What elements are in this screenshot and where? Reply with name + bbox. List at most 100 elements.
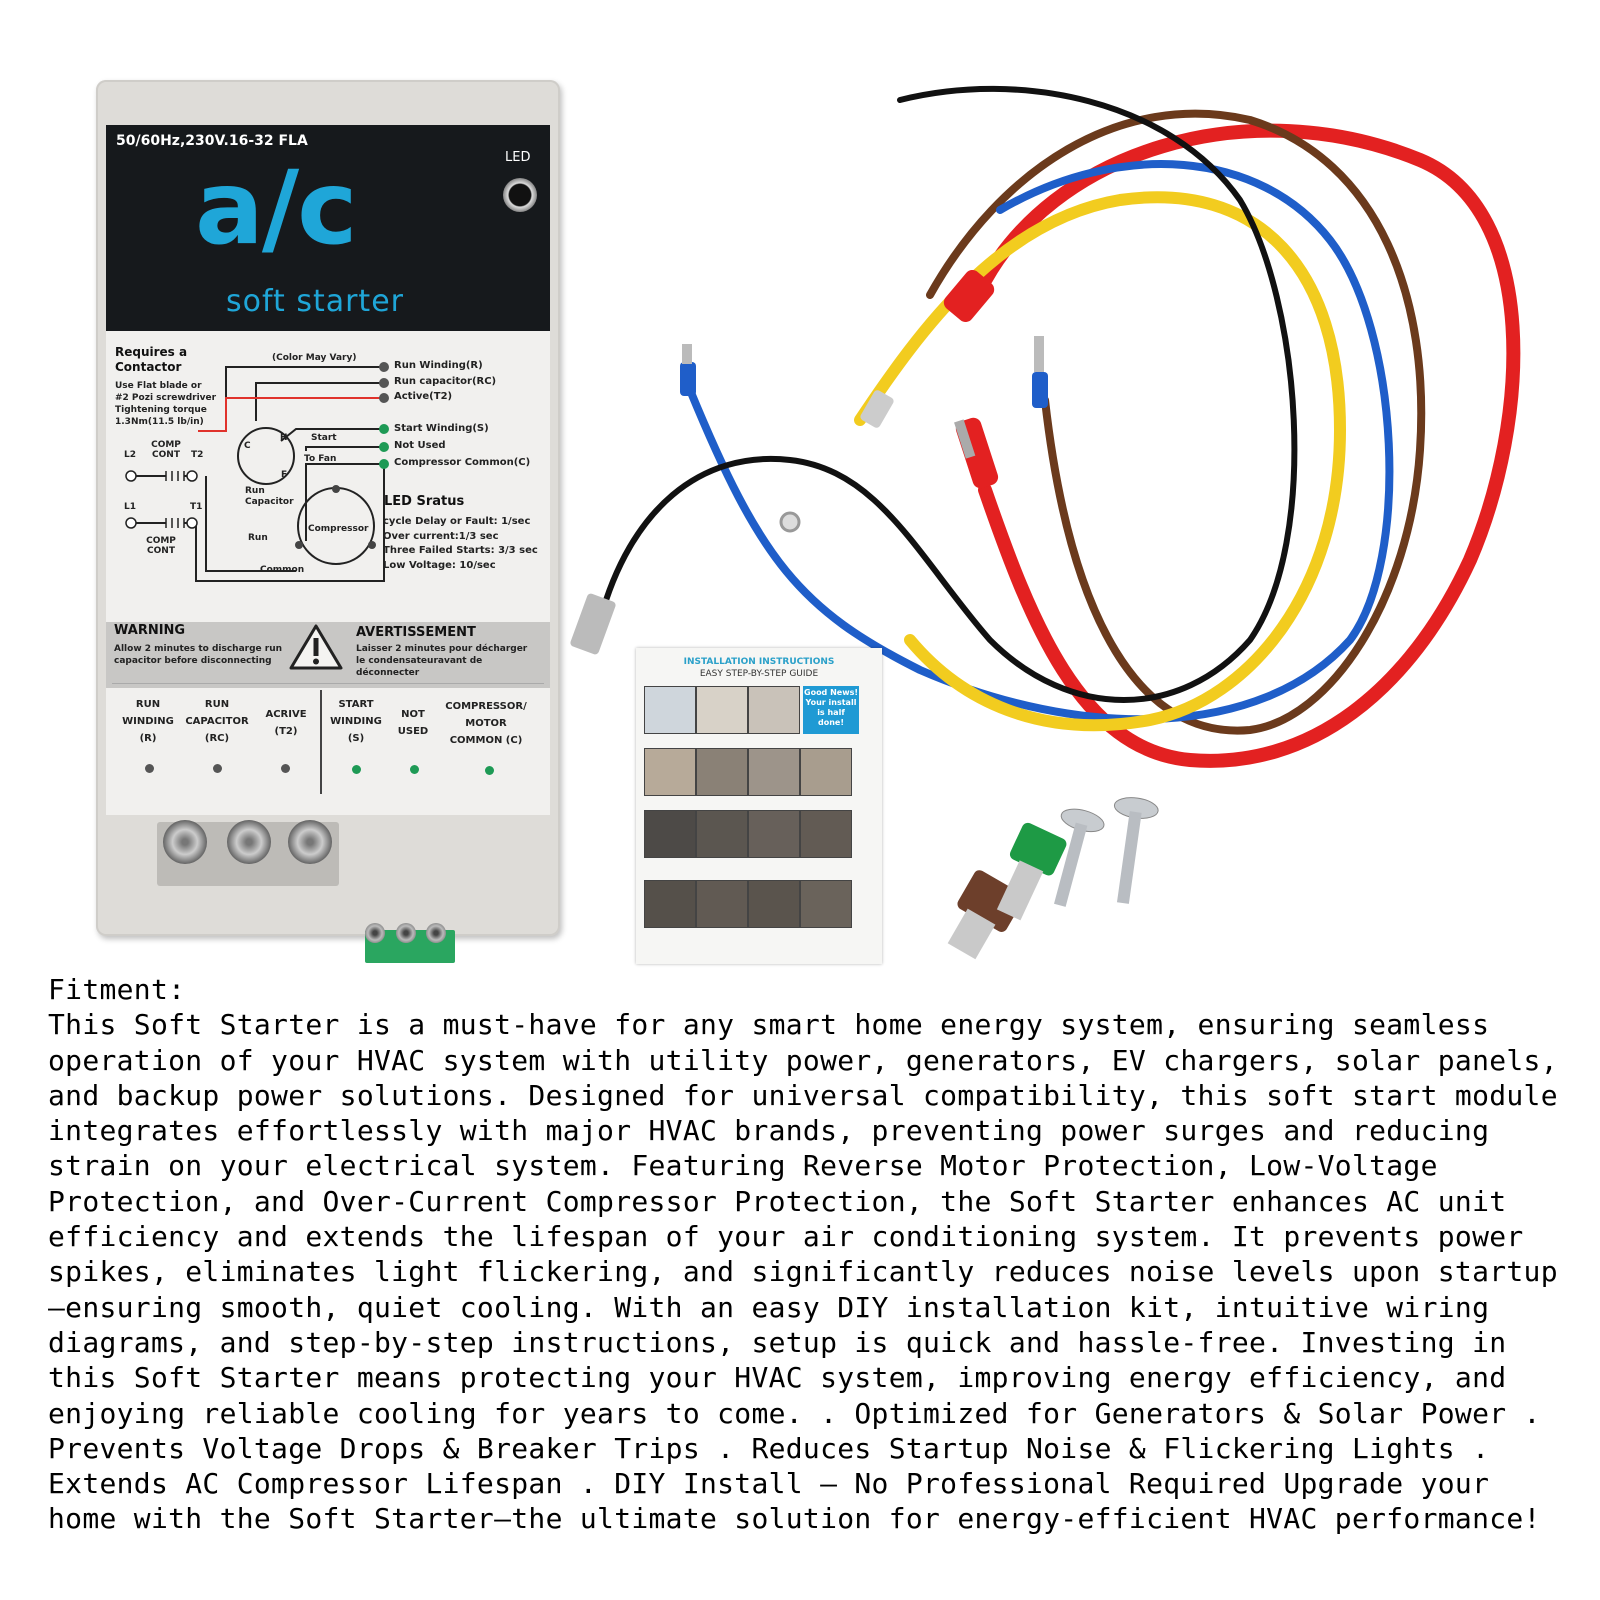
wiring-diagram-panel xyxy=(106,331,550,622)
wire-label-compressor-common: Compressor Common(C) xyxy=(394,457,531,468)
step-thumbnail xyxy=(644,686,696,734)
blue-ferrule xyxy=(680,362,696,396)
avertissement-title: AVERTISSEMENT xyxy=(356,625,476,640)
step-thumbnail xyxy=(748,748,800,796)
product-description: Fitment: This Soft Starter is a must-hav… xyxy=(48,972,1558,1537)
brand-subtitle: soft starter xyxy=(226,284,404,319)
screw-icon xyxy=(1113,797,1159,904)
screw-icon xyxy=(365,923,385,943)
screw-icon xyxy=(227,820,271,864)
l2-label: L2 xyxy=(124,450,136,460)
tool-note-4: 1.3Nm(11.5 lb/in) xyxy=(115,417,204,427)
step-thumbnail xyxy=(696,748,748,796)
installation-leaflet: INSTALLATION INSTRUCTIONS EASY STEP-BY-S… xyxy=(636,648,882,964)
comp-cont-label-top: COMP CONT xyxy=(151,440,181,460)
step-thumbnail xyxy=(800,810,852,858)
start-label: Start xyxy=(311,433,337,443)
step-thumbnail xyxy=(800,748,852,796)
tool-note-1: Use Flat blade or xyxy=(115,381,202,391)
good-news-badge: Good News! Your install is half done! xyxy=(803,686,859,734)
step-thumbnail xyxy=(800,880,852,928)
wiring-diagram-svg xyxy=(125,362,389,582)
wire-label-active: Active(T2) xyxy=(394,391,453,402)
wire-label-run-winding: Run Winding(R) xyxy=(394,360,483,371)
yellow-spade xyxy=(860,390,894,428)
step-thumbnail xyxy=(748,880,800,928)
warning-text: Allow 2 minutes to discharge run capacit… xyxy=(114,644,283,666)
brand-logo: a/c xyxy=(195,149,358,268)
red-ferrule-pin xyxy=(954,419,976,459)
f-label: F xyxy=(281,470,288,480)
terminal-dot xyxy=(352,765,361,774)
brown-wire xyxy=(926,109,1426,735)
blue-ferrule-pin xyxy=(682,344,692,364)
run-label: Run xyxy=(248,533,268,543)
terminal-divider-top xyxy=(112,683,544,684)
terminal-dot xyxy=(281,764,290,773)
led-indicator-icon xyxy=(503,178,537,212)
wire-label-run-capacitor: Run capacitor(RC) xyxy=(394,376,497,387)
brown-ferrule-icon xyxy=(947,870,1024,960)
screw-icon xyxy=(426,923,446,943)
to-fan-label: To Fan xyxy=(304,454,337,464)
t1-label: T1 xyxy=(190,502,203,512)
label-top-panel xyxy=(106,125,550,331)
black-lug xyxy=(570,593,616,655)
yellow-wire xyxy=(854,191,1347,732)
terminal-label-compressor-common: COMPRESSOR/ MOTOR COMMON (C) xyxy=(445,701,527,746)
terminal-label-active: ACRIVE (T2) xyxy=(265,709,307,737)
step-thumbnail xyxy=(644,748,696,796)
blue-wire xyxy=(686,160,1394,724)
run-capacitor-label: Run Capacitor xyxy=(245,486,294,507)
color-note: (Color May Vary) xyxy=(272,353,357,363)
warning-triangle-icon xyxy=(289,624,343,670)
wire-label-not-used: Not Used xyxy=(394,440,446,451)
green-ferrule-icon xyxy=(996,822,1067,921)
l1-label: L1 xyxy=(124,502,136,512)
description-title: Fitment: xyxy=(48,973,186,1006)
terminal-dot xyxy=(485,766,494,775)
tool-note-3: Tightening torque xyxy=(115,405,207,415)
avertissement-text: Laisser 2 minutes pour décharger le cond… xyxy=(356,644,528,678)
terminal-dot xyxy=(145,764,154,773)
led-label: LED xyxy=(505,150,531,165)
led-status-line: cycle Delay or Fault: 1/sec xyxy=(383,516,531,527)
common-label: Common xyxy=(260,565,305,575)
terminal-dot xyxy=(410,765,419,774)
screw-icon xyxy=(288,820,332,864)
leaflet-title: INSTALLATION INSTRUCTIONS xyxy=(683,657,835,667)
step-thumbnail xyxy=(644,880,696,928)
led-status-line: Three Failed Starts: 3/3 sec xyxy=(383,545,538,556)
step-thumbnail xyxy=(696,880,748,928)
terminal-label-run-winding: RUN WINDING (R) xyxy=(122,699,174,744)
terminal-divider xyxy=(320,690,322,794)
wire-label-start-winding: Start Winding(S) xyxy=(394,423,489,434)
brown-ferrule-pin xyxy=(1034,336,1044,372)
terminal-dot xyxy=(213,764,222,773)
leaflet-subtitle: EASY STEP-BY-STEP GUIDE xyxy=(699,669,819,679)
led-status-title: LED Sratus xyxy=(384,494,465,509)
warning-title: WARNING xyxy=(114,623,186,638)
step-thumbnail xyxy=(748,686,800,734)
screw-icon xyxy=(396,923,416,943)
screw-icon xyxy=(1054,808,1105,907)
terminal-label-not-used: NOT USED xyxy=(397,709,429,737)
black-ring-terminal xyxy=(779,511,801,533)
terminal-label-panel xyxy=(106,688,550,815)
comp-cont-label-bottom: COMP CONT xyxy=(146,536,176,556)
t2-label: T2 xyxy=(191,450,204,460)
spec-rating: 50/60Hz,230V.16-32 FLA xyxy=(116,133,308,149)
tool-note-2: #2 Pozi screwdriver xyxy=(115,393,217,403)
red-ferrule-top xyxy=(943,269,995,323)
step-thumbnail xyxy=(696,810,748,858)
requires-contactor: Requires a Contactor xyxy=(115,345,188,374)
black-wire xyxy=(597,85,1298,703)
accessory-parts xyxy=(947,797,1159,960)
c-label: C xyxy=(244,441,251,451)
description-body: This Soft Starter is a must-have for any… xyxy=(48,1008,1558,1536)
terminal-label-run-capacitor: RUN CAPACITOR (RC) xyxy=(185,699,249,744)
led-status-line: Over current:1/3 sec xyxy=(383,531,499,542)
h-label: H xyxy=(280,433,288,443)
wire-harness xyxy=(570,85,1521,768)
terminal-label-start-winding: START WINDING (S) xyxy=(330,699,382,744)
